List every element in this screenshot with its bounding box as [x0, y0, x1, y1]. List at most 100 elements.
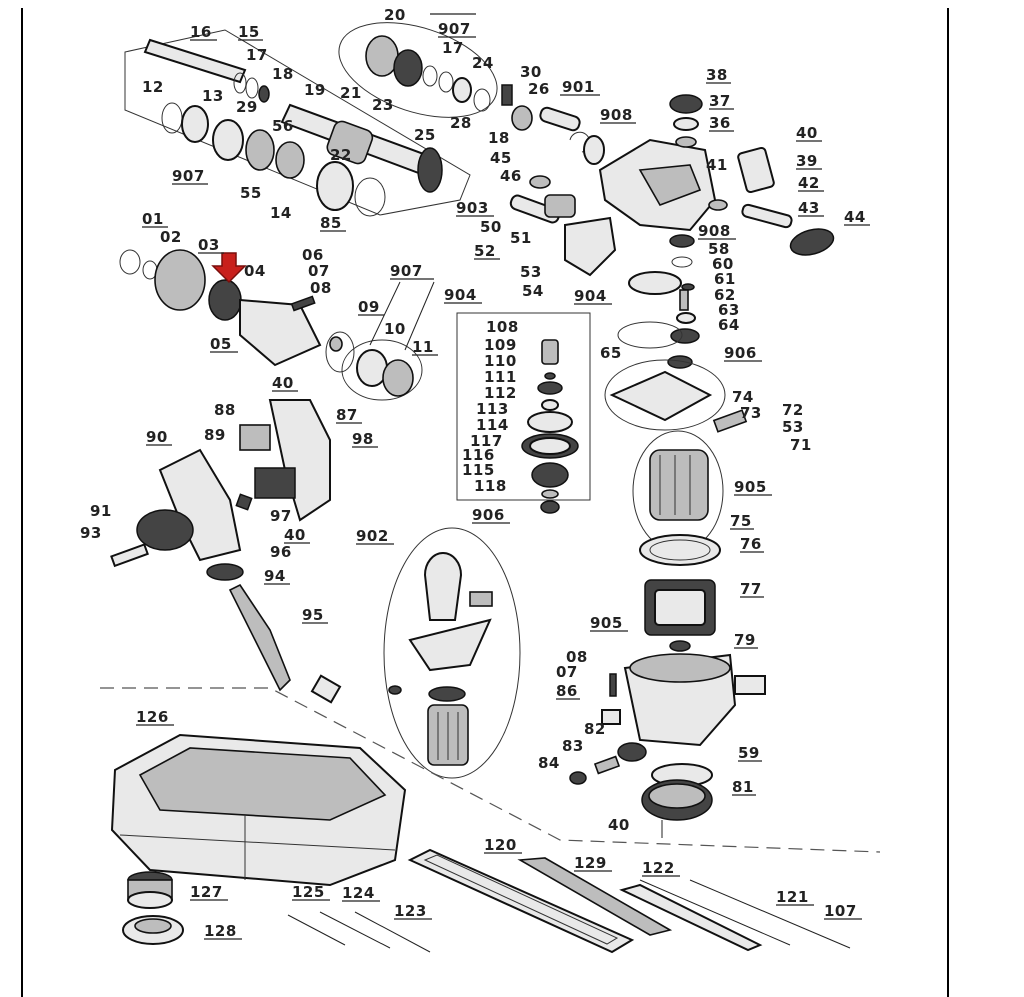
- part-label-24: 24: [472, 54, 494, 72]
- part-label-53: 53: [520, 263, 542, 281]
- part-label-908: 908: [600, 106, 633, 124]
- part-label-14: 14: [270, 204, 292, 222]
- part-label-902: 902: [356, 527, 389, 545]
- cylinder-assembly: [119, 249, 423, 401]
- part-label-88: 88: [214, 401, 236, 419]
- side-knob-parts: [569, 673, 647, 785]
- part-label-125: 125: [292, 883, 325, 901]
- side-handle-oval: [383, 527, 521, 779]
- part-label-23: 23: [372, 96, 394, 114]
- part-label-07: 07: [308, 262, 330, 280]
- part-label-61: 61: [714, 270, 736, 288]
- part-label-42: 42: [798, 174, 820, 192]
- part-label-905-b: 905: [590, 614, 623, 632]
- part-label-91: 91: [90, 502, 112, 520]
- part-label-84: 84: [538, 754, 560, 772]
- part-label-904: 904: [444, 286, 477, 304]
- part-label-40-b: 40: [272, 374, 294, 392]
- part-label-51: 51: [510, 229, 532, 247]
- part-label-22: 22: [330, 146, 352, 164]
- part-label-07-b: 07: [556, 663, 578, 681]
- part-label-110: 110: [484, 352, 517, 370]
- piston-parts: [501, 84, 605, 165]
- part-label-120: 120: [484, 836, 517, 854]
- part-label-75: 75: [730, 512, 752, 530]
- part-label-122: 122: [642, 859, 675, 877]
- part-label-111: 111: [484, 368, 517, 386]
- accessories: [122, 848, 851, 954]
- gear-housing: [598, 94, 835, 295]
- part-label-40: 40: [796, 124, 818, 142]
- part-label-55: 55: [240, 184, 262, 202]
- part-label-109: 109: [484, 336, 517, 354]
- part-label-123: 123: [394, 902, 427, 920]
- part-label-89: 89: [204, 426, 226, 444]
- part-label-65: 65: [600, 344, 622, 362]
- part-label-25: 25: [414, 126, 436, 144]
- handle-assembly: [110, 336, 343, 704]
- part-label-74: 74: [732, 388, 754, 406]
- part-label-12: 12: [142, 78, 164, 96]
- part-label-17-b: 17: [442, 39, 464, 57]
- arrow-down-icon: [211, 252, 247, 284]
- part-label-906-a: 906: [724, 344, 757, 362]
- part-label-907-b: 907: [438, 20, 471, 38]
- part-label-904-b: 904: [574, 287, 607, 305]
- motor-assembly: [604, 283, 766, 838]
- part-label-15: 15: [238, 23, 260, 41]
- part-label-901: 901: [562, 78, 595, 96]
- part-label-19: 19: [304, 81, 326, 99]
- part-label-95: 95: [302, 606, 324, 624]
- part-label-72: 72: [782, 401, 804, 419]
- part-label-127: 127: [190, 883, 223, 901]
- part-label-118: 118: [474, 477, 507, 495]
- part-label-71: 71: [790, 436, 812, 454]
- part-label-46: 46: [500, 167, 522, 185]
- part-label-64: 64: [718, 316, 740, 334]
- part-label-28: 28: [450, 114, 472, 132]
- part-label-93: 93: [80, 524, 102, 542]
- part-label-10: 10: [384, 320, 406, 338]
- part-label-908-b: 908: [698, 222, 731, 240]
- part-label-16: 16: [190, 23, 212, 41]
- part-label-17: 17: [246, 46, 268, 64]
- part-label-45: 45: [490, 149, 512, 167]
- part-label-01: 01: [142, 210, 164, 228]
- part-label-905: 905: [734, 478, 767, 496]
- part-label-124: 124: [342, 884, 375, 902]
- part-label-54: 54: [522, 282, 544, 300]
- part-labels: 16 15 17 18 19 12 13 29 21 23 56 22 25 9…: [80, 6, 870, 940]
- part-label-906: 906: [472, 506, 505, 524]
- part-label-113: 113: [476, 400, 509, 418]
- part-label-40-e: 40: [608, 816, 630, 834]
- part-label-13: 13: [202, 87, 224, 105]
- gear-assembly-oval: [338, 22, 498, 118]
- part-label-36: 36: [709, 114, 731, 132]
- part-label-907-c: 907: [390, 262, 423, 280]
- part-label-114: 114: [476, 416, 509, 434]
- carry-case: [110, 733, 407, 887]
- part-label-87: 87: [336, 406, 358, 424]
- part-label-62: 62: [714, 286, 736, 304]
- part-label-903: 903: [456, 199, 489, 217]
- part-label-30: 30: [520, 63, 542, 81]
- part-label-98: 98: [352, 430, 374, 448]
- part-label-117: 117: [470, 432, 503, 450]
- part-label-121: 121: [776, 888, 809, 906]
- part-label-73: 73: [740, 404, 762, 422]
- gear-set-box: [456, 312, 591, 514]
- part-label-20: 20: [384, 6, 406, 24]
- part-label-83: 83: [562, 737, 584, 755]
- trigger-lever-parts: [509, 175, 617, 277]
- part-label-108: 108: [486, 318, 519, 336]
- part-label-76: 76: [740, 535, 762, 553]
- part-label-96: 96: [270, 543, 292, 561]
- part-label-81: 81: [732, 778, 754, 796]
- part-label-41: 41: [706, 156, 728, 174]
- part-label-116: 116: [462, 446, 495, 464]
- part-label-112: 112: [484, 384, 517, 402]
- part-label-56: 56: [272, 117, 294, 135]
- part-label-94: 94: [264, 567, 286, 585]
- part-label-58: 58: [708, 240, 730, 258]
- part-label-11: 11: [412, 338, 434, 356]
